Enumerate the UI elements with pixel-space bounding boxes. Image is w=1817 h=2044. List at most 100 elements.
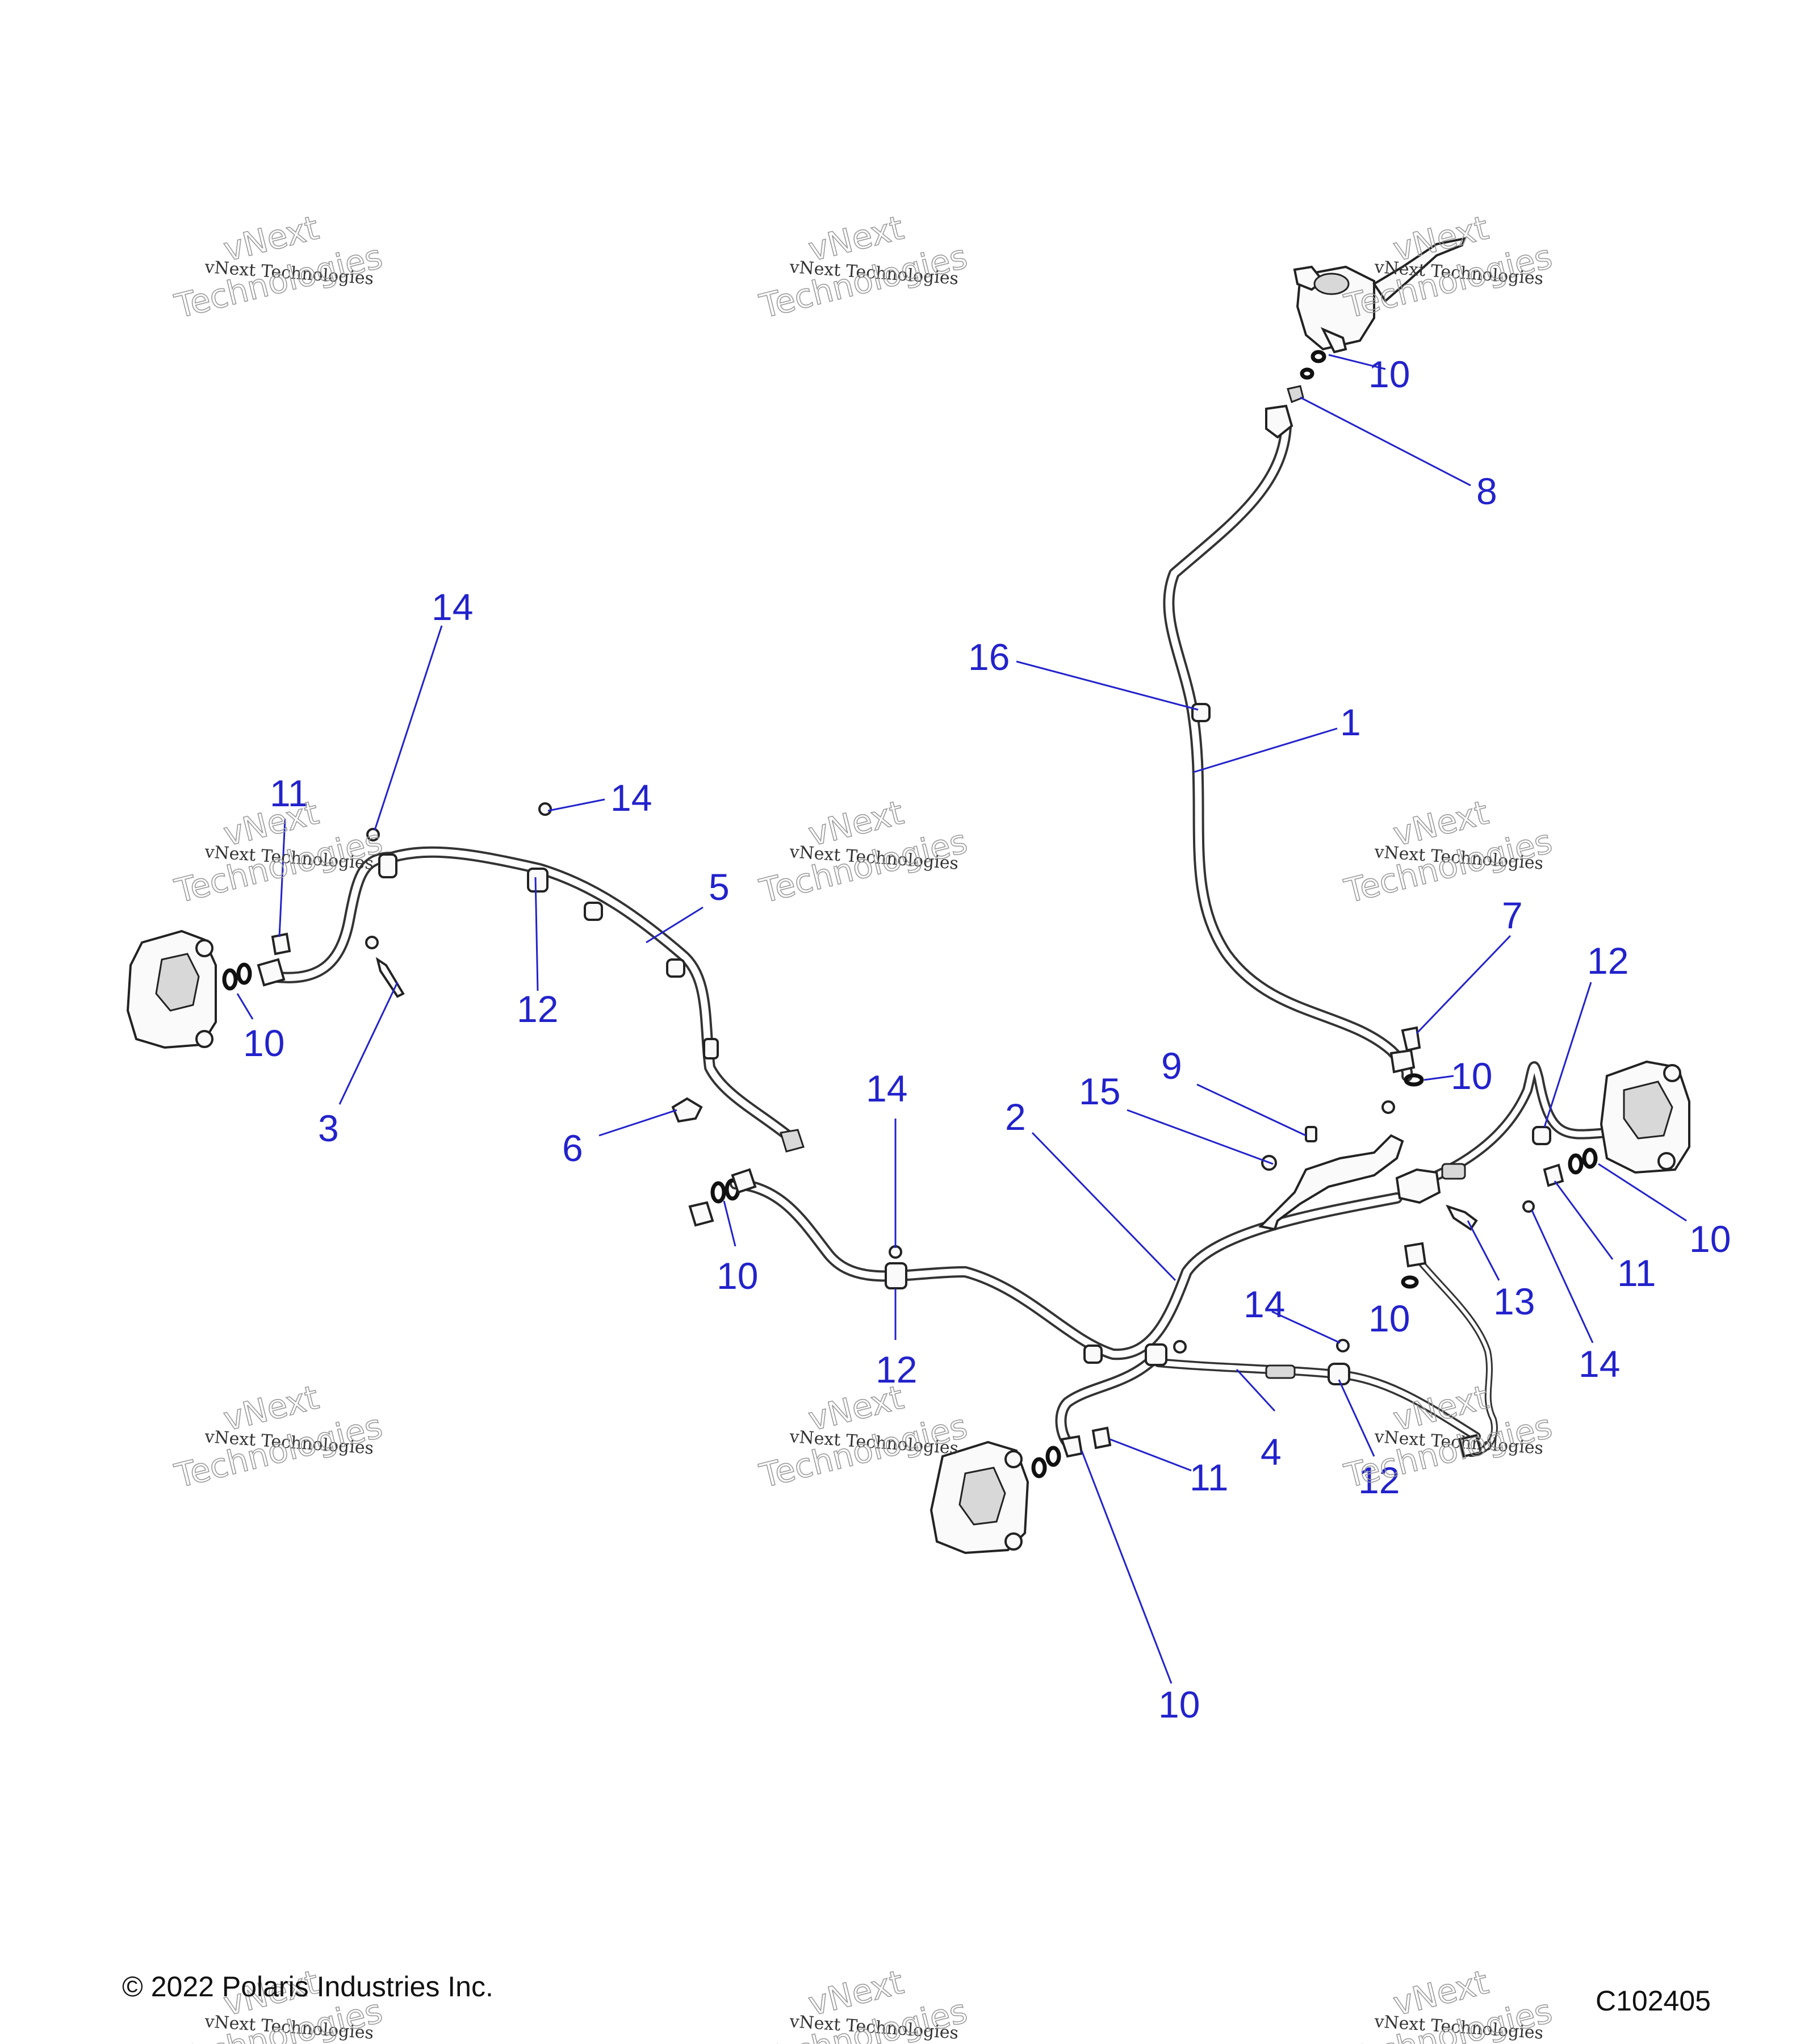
rigid-line-fitting	[1458, 1434, 1483, 1458]
callout-12-mid: 12	[517, 988, 558, 1030]
callout-12-right: 12	[1587, 940, 1628, 982]
callout-10-right: 10	[1689, 1218, 1731, 1260]
watermark: vNext vNext Technologies Technologies	[170, 1377, 387, 1496]
hoses	[267, 420, 1612, 1457]
watermark: vNext vNext Technologies Technologies	[1340, 208, 1556, 326]
bolt-13	[1446, 1204, 1478, 1231]
clip-16	[1191, 703, 1211, 722]
callout-10-rear-left: 10	[717, 1255, 758, 1297]
callout-11-right: 11	[1617, 1252, 1656, 1294]
banjo-fitting-1-bottom	[1389, 1049, 1416, 1074]
washer-10-right-a	[1568, 1153, 1584, 1175]
clip-rear-b	[1145, 1343, 1167, 1366]
watermark: vNext vNext Technologies Technologies	[755, 208, 972, 326]
watermark: vNext vNext Technologies Technologies	[1340, 1377, 1556, 1496]
screw-14-right	[1522, 1200, 1535, 1213]
callout-14-bottom-mid: 14	[866, 1067, 907, 1109]
bolt-11-rear	[1091, 1426, 1112, 1450]
bolt-11-right	[1543, 1163, 1564, 1187]
banjo-fitting-2	[731, 1168, 757, 1194]
callout-14-bottom-right: 14	[1244, 1283, 1285, 1325]
watermarks: vNext vNext Technologies Technologies vN…	[170, 208, 1556, 2044]
clip-12-top	[378, 853, 397, 878]
screw-14-top-left	[366, 828, 380, 841]
bracket-9-tab	[1305, 1126, 1317, 1142]
components	[126, 237, 1690, 1555]
callout-16: 16	[968, 636, 1010, 678]
callout-14-top-left: 14	[432, 586, 473, 628]
watermark: vNext vNext Technologies Technologies	[1340, 1962, 1556, 2044]
clip-rear-a	[1083, 1344, 1103, 1364]
watermark: vNext vNext Technologies Technologies	[755, 793, 972, 911]
screw-bracket-right	[1381, 1100, 1395, 1114]
callout-9: 9	[1161, 1045, 1182, 1087]
washer-10-mid	[1404, 1073, 1424, 1087]
washer-10-left-b	[236, 962, 252, 985]
washer-10-rear-left-a	[710, 1181, 726, 1204]
bleeder-3	[375, 957, 405, 998]
washer-10-right-b	[1582, 1147, 1598, 1169]
clip-12-right-b	[1532, 1126, 1551, 1145]
fitting-right	[1441, 1163, 1466, 1180]
copyright-text: © 2022 Polaris Industries Inc.	[122, 1971, 493, 2003]
hose-5-end-fitting	[780, 1129, 805, 1153]
washer-10-rear-a	[1031, 1457, 1047, 1478]
screw-3-top	[365, 936, 379, 949]
caliper-right	[1600, 1060, 1690, 1174]
clip-5c	[703, 1038, 719, 1059]
callout-11-left: 11	[270, 772, 309, 814]
callout-15: 15	[1079, 1070, 1120, 1112]
callout-10-top: 10	[1368, 353, 1410, 395]
watermark: vNext vNext Technologies Technologies	[170, 208, 387, 326]
figure-id: C102405	[1596, 1985, 1711, 2017]
callout-10-left: 10	[243, 1022, 284, 1064]
washer-10-lower-right	[1401, 1275, 1419, 1289]
washer-10-top-b	[1300, 367, 1314, 380]
screw-14-top-mid	[538, 802, 552, 816]
washer-10-left-a	[222, 968, 238, 991]
clip-12-bottom	[885, 1262, 907, 1289]
caliper-rear-center	[930, 1440, 1029, 1555]
master-cylinder	[1293, 237, 1467, 354]
callout-11-rear: 11	[1190, 1456, 1229, 1498]
bracket-9	[1258, 1134, 1404, 1231]
banjo-bolt-7	[1401, 1026, 1421, 1052]
callout-12-bottom-right: 12	[1358, 1459, 1400, 1501]
banjo-bolt-8	[1287, 385, 1304, 403]
banjo-fitting-lower-right	[1404, 1242, 1427, 1268]
callout-13: 13	[1493, 1280, 1535, 1322]
callout-14-top-mid: 14	[610, 777, 652, 819]
clip-12-right-a	[1328, 1363, 1350, 1385]
callout-7: 7	[1502, 894, 1523, 936]
watermark: vNext vNext Technologies Technologies	[1340, 793, 1556, 911]
hose-clips	[378, 703, 1551, 1385]
clip-5a	[584, 902, 603, 921]
callout-14-right: 14	[1579, 1343, 1620, 1385]
callout-10-bottom: 10	[1158, 1683, 1200, 1725]
callout-3: 3	[318, 1107, 339, 1149]
fitting-4	[1265, 1364, 1296, 1379]
callout-2: 2	[1005, 1096, 1026, 1138]
clip-12-mid	[527, 868, 549, 893]
washer-10-rear-b	[1045, 1446, 1061, 1467]
callout-4: 4	[1261, 1431, 1282, 1473]
callout-12-bottom: 12	[876, 1348, 917, 1390]
watermark: vNext vNext Technologies Technologies	[755, 1962, 972, 2044]
banjo-fitting-1-top	[1265, 404, 1293, 439]
screw-rear-mid	[1173, 1340, 1187, 1354]
callout-10-mid: 10	[1451, 1055, 1492, 1097]
caliper-left-front	[126, 929, 217, 1049]
callout-6: 6	[562, 1127, 583, 1169]
callout-5: 5	[709, 866, 730, 908]
clip-5b	[666, 958, 685, 978]
callout-10-lower-right: 10	[1368, 1297, 1410, 1339]
callout-1: 1	[1340, 701, 1361, 743]
leader-lines	[236, 354, 1687, 1684]
banjo-fitting-rear	[1060, 1435, 1083, 1458]
bolt-11-left	[271, 932, 291, 956]
junction-block	[1395, 1168, 1441, 1204]
banjo-fitting-5	[257, 958, 286, 987]
washer-10-top-a	[1311, 350, 1326, 363]
callout-numbers: 10 8 16 1 14 11 14 5 7 12 12 10 9 10 14 …	[243, 353, 1731, 1725]
